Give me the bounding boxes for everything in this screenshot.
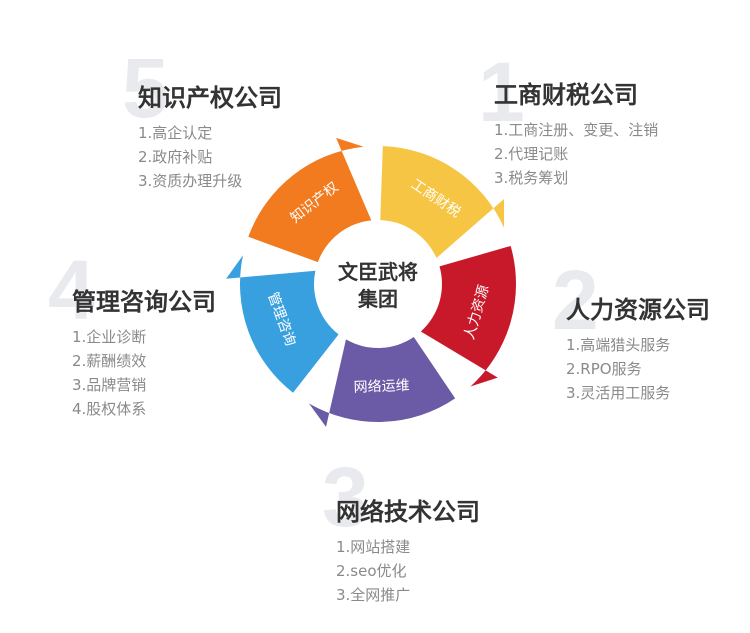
segment-consulting (226, 255, 339, 393)
service-list: 1.高企认定 2.政府补贴 3.资质办理升级 (138, 121, 282, 193)
list-item: 3.品牌营销 (72, 376, 147, 394)
center-circle (316, 222, 440, 346)
segment-ip (248, 137, 372, 263)
company-title: 管理咨询公司 (72, 288, 216, 316)
number-5: 5 (122, 41, 169, 135)
center-title-line2: 集团 (357, 287, 398, 311)
segment-network (309, 337, 456, 427)
list-item: 1.网站搭建 (336, 538, 411, 556)
list-item: 1.高端猎头服务 (566, 336, 671, 354)
list-item: 2.RPO服务 (566, 360, 642, 378)
list-item: 1.高企认定 (138, 124, 213, 142)
segment-network-label: 网络运维 (353, 378, 410, 396)
segment-hr (420, 245, 517, 387)
service-list: 1.企业诊断 2.薪酬绩效 3.品牌营销 4.股权体系 (72, 325, 216, 421)
list-item: 4.股权体系 (72, 400, 147, 418)
company-block-5: 知识产权公司 1.高企认定 2.政府补贴 3.资质办理升级 (138, 78, 282, 193)
list-item: 3.资质办理升级 (138, 172, 243, 190)
company-title: 网络技术公司 (336, 498, 480, 526)
company-title: 知识产权公司 (138, 84, 282, 112)
center-title-line1: 文臣武将 (338, 260, 418, 284)
number-2: 2 (552, 253, 599, 347)
list-item: 3.灵活用工服务 (566, 384, 671, 402)
service-list: 1.工商注册、变更、注销 2.代理记账 3.税务筹划 (494, 118, 658, 190)
number-3: 3 (322, 450, 369, 544)
list-item: 2.政府补贴 (138, 148, 213, 166)
list-item: 3.全网推广 (336, 586, 411, 604)
list-item: 1.工商注册、变更、注销 (494, 121, 659, 139)
segment-tax (380, 146, 505, 258)
company-block-3: 网络技术公司 1.网站搭建 2.seo优化 3.全网推广 (336, 492, 480, 607)
company-block-1: 工商财税公司 1.工商注册、变更、注销 2.代理记账 3.税务筹划 (494, 75, 658, 190)
service-list: 1.网站搭建 2.seo优化 3.全网推广 (336, 535, 480, 607)
list-item: 2.seo优化 (336, 562, 407, 580)
company-block-4: 管理咨询公司 1.企业诊断 2.薪酬绩效 3.品牌营销 4.股权体系 (72, 282, 216, 421)
company-title: 工商财税公司 (494, 81, 638, 109)
number-4: 4 (48, 243, 95, 337)
list-item: 2.薪酬绩效 (72, 352, 147, 370)
company-block-2: 人力资源公司 1.高端猎头服务 2.RPO服务 3.灵活用工服务 (566, 290, 710, 405)
company-title: 人力资源公司 (566, 296, 710, 324)
list-item: 1.企业诊断 (72, 328, 147, 346)
number-1: 1 (478, 45, 525, 139)
service-list: 1.高端猎头服务 2.RPO服务 3.灵活用工服务 (566, 333, 710, 405)
list-item: 3.税务筹划 (494, 169, 569, 187)
list-item: 2.代理记账 (494, 145, 569, 163)
